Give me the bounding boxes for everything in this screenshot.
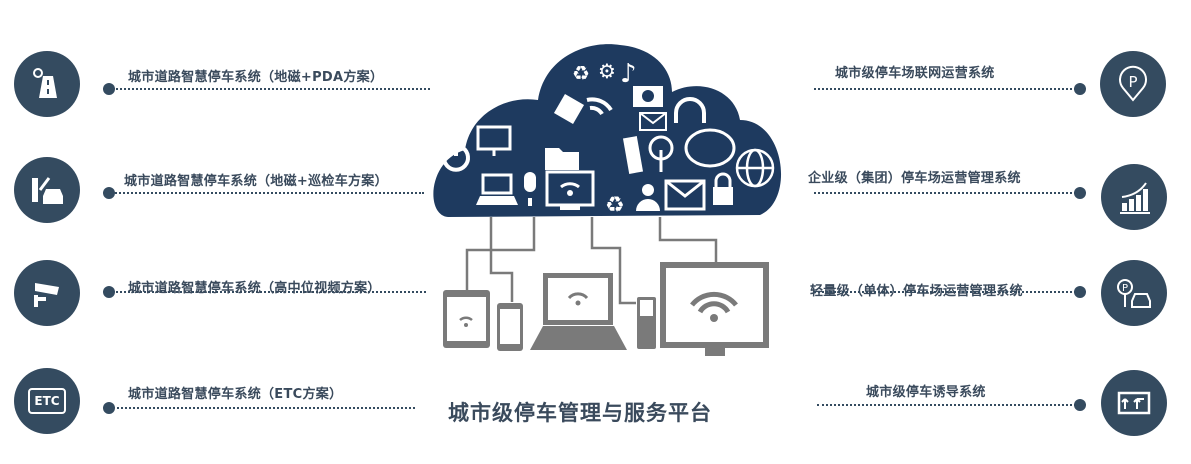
parking-letter: P (1128, 73, 1137, 91)
dotted-connector (112, 192, 424, 194)
cloud-shape (433, 44, 782, 217)
connector-dot (1074, 286, 1086, 298)
recycle-icon: ♻ (572, 61, 590, 85)
dotted-connector (112, 291, 426, 293)
headphones-icon (674, 97, 706, 123)
mail-icon (639, 112, 667, 131)
feature-phone-device (637, 297, 656, 349)
item-label-guidance: 城市级停车诱导系统 (866, 385, 986, 400)
dotted-connector (817, 404, 1076, 406)
connector-dot (103, 402, 115, 414)
dotted-connector (112, 407, 415, 409)
parking-letter: P (1122, 283, 1128, 294)
desktop-monitor-device (660, 262, 769, 356)
item-label-road-etc: 城市道路智慧停车系统（ETC方案） (128, 387, 343, 402)
laptop-device (530, 273, 627, 350)
monitor-icon (476, 125, 512, 156)
item-label-road-video: 城市道路智慧停车系统（高中位视频方案） (128, 281, 381, 296)
item-label-city-network: 城市级停车场联网运营系统 (835, 66, 995, 81)
power-icon (442, 142, 470, 172)
barrier-car-icon (14, 157, 80, 223)
connector-dot (103, 83, 115, 95)
item-label-road-patrol: 城市道路智慧停车系统（地磁+巡检车方案） (124, 174, 388, 189)
item-label-road-pda: 城市道路智慧停车系统（地磁+PDA方案） (128, 70, 384, 85)
recycle-icon: ♻ (605, 193, 625, 218)
etc-icon-text: ETC (28, 388, 66, 414)
dotted-connector (814, 192, 1076, 194)
laptop-icon (476, 173, 518, 205)
wifi-icon (586, 97, 613, 116)
connector-dot (103, 286, 115, 298)
music-note-icon: ♪ (620, 59, 637, 89)
connector-dot (1074, 399, 1086, 411)
microphone-icon (524, 172, 536, 206)
lock-icon (713, 172, 733, 205)
dotted-connector (814, 88, 1076, 90)
mail-icon (664, 179, 706, 211)
connection-cables (465, 217, 718, 305)
camera-icon (633, 86, 663, 107)
connector-dot (103, 187, 115, 199)
document-icon (553, 93, 585, 125)
user-icon (636, 184, 660, 211)
guidance-sign-icon (1101, 370, 1167, 436)
phone-icon (622, 136, 644, 174)
globe-icon (735, 148, 775, 188)
monitor-wifi-icon (545, 170, 595, 210)
item-label-enterprise: 企业级（集团）停车场运营管理系统 (808, 171, 1021, 186)
tablet-device (443, 290, 490, 348)
chat-headset-icon (684, 128, 736, 168)
parking-pin-icon: P (1100, 51, 1166, 117)
road-location-icon (14, 51, 80, 117)
gear-icon: ⚙ (598, 59, 616, 83)
growth-chart-icon (1101, 164, 1167, 230)
platform-title: 城市级停车管理与服务平台 (448, 401, 712, 425)
connector-dot (1074, 83, 1086, 95)
dotted-connector (112, 88, 430, 90)
etc-icon: ETC (14, 368, 80, 434)
parking-car-icon: P (1101, 260, 1167, 326)
smartphone-device (497, 303, 523, 351)
broadcast-icon (648, 135, 674, 172)
dotted-connector (814, 291, 1076, 293)
item-label-lightweight: 轻量级（单体）停车场运营管理系统 (810, 284, 1023, 299)
connector-dot (1074, 187, 1086, 199)
camera-icon (14, 260, 80, 326)
folder-icon (545, 148, 579, 170)
